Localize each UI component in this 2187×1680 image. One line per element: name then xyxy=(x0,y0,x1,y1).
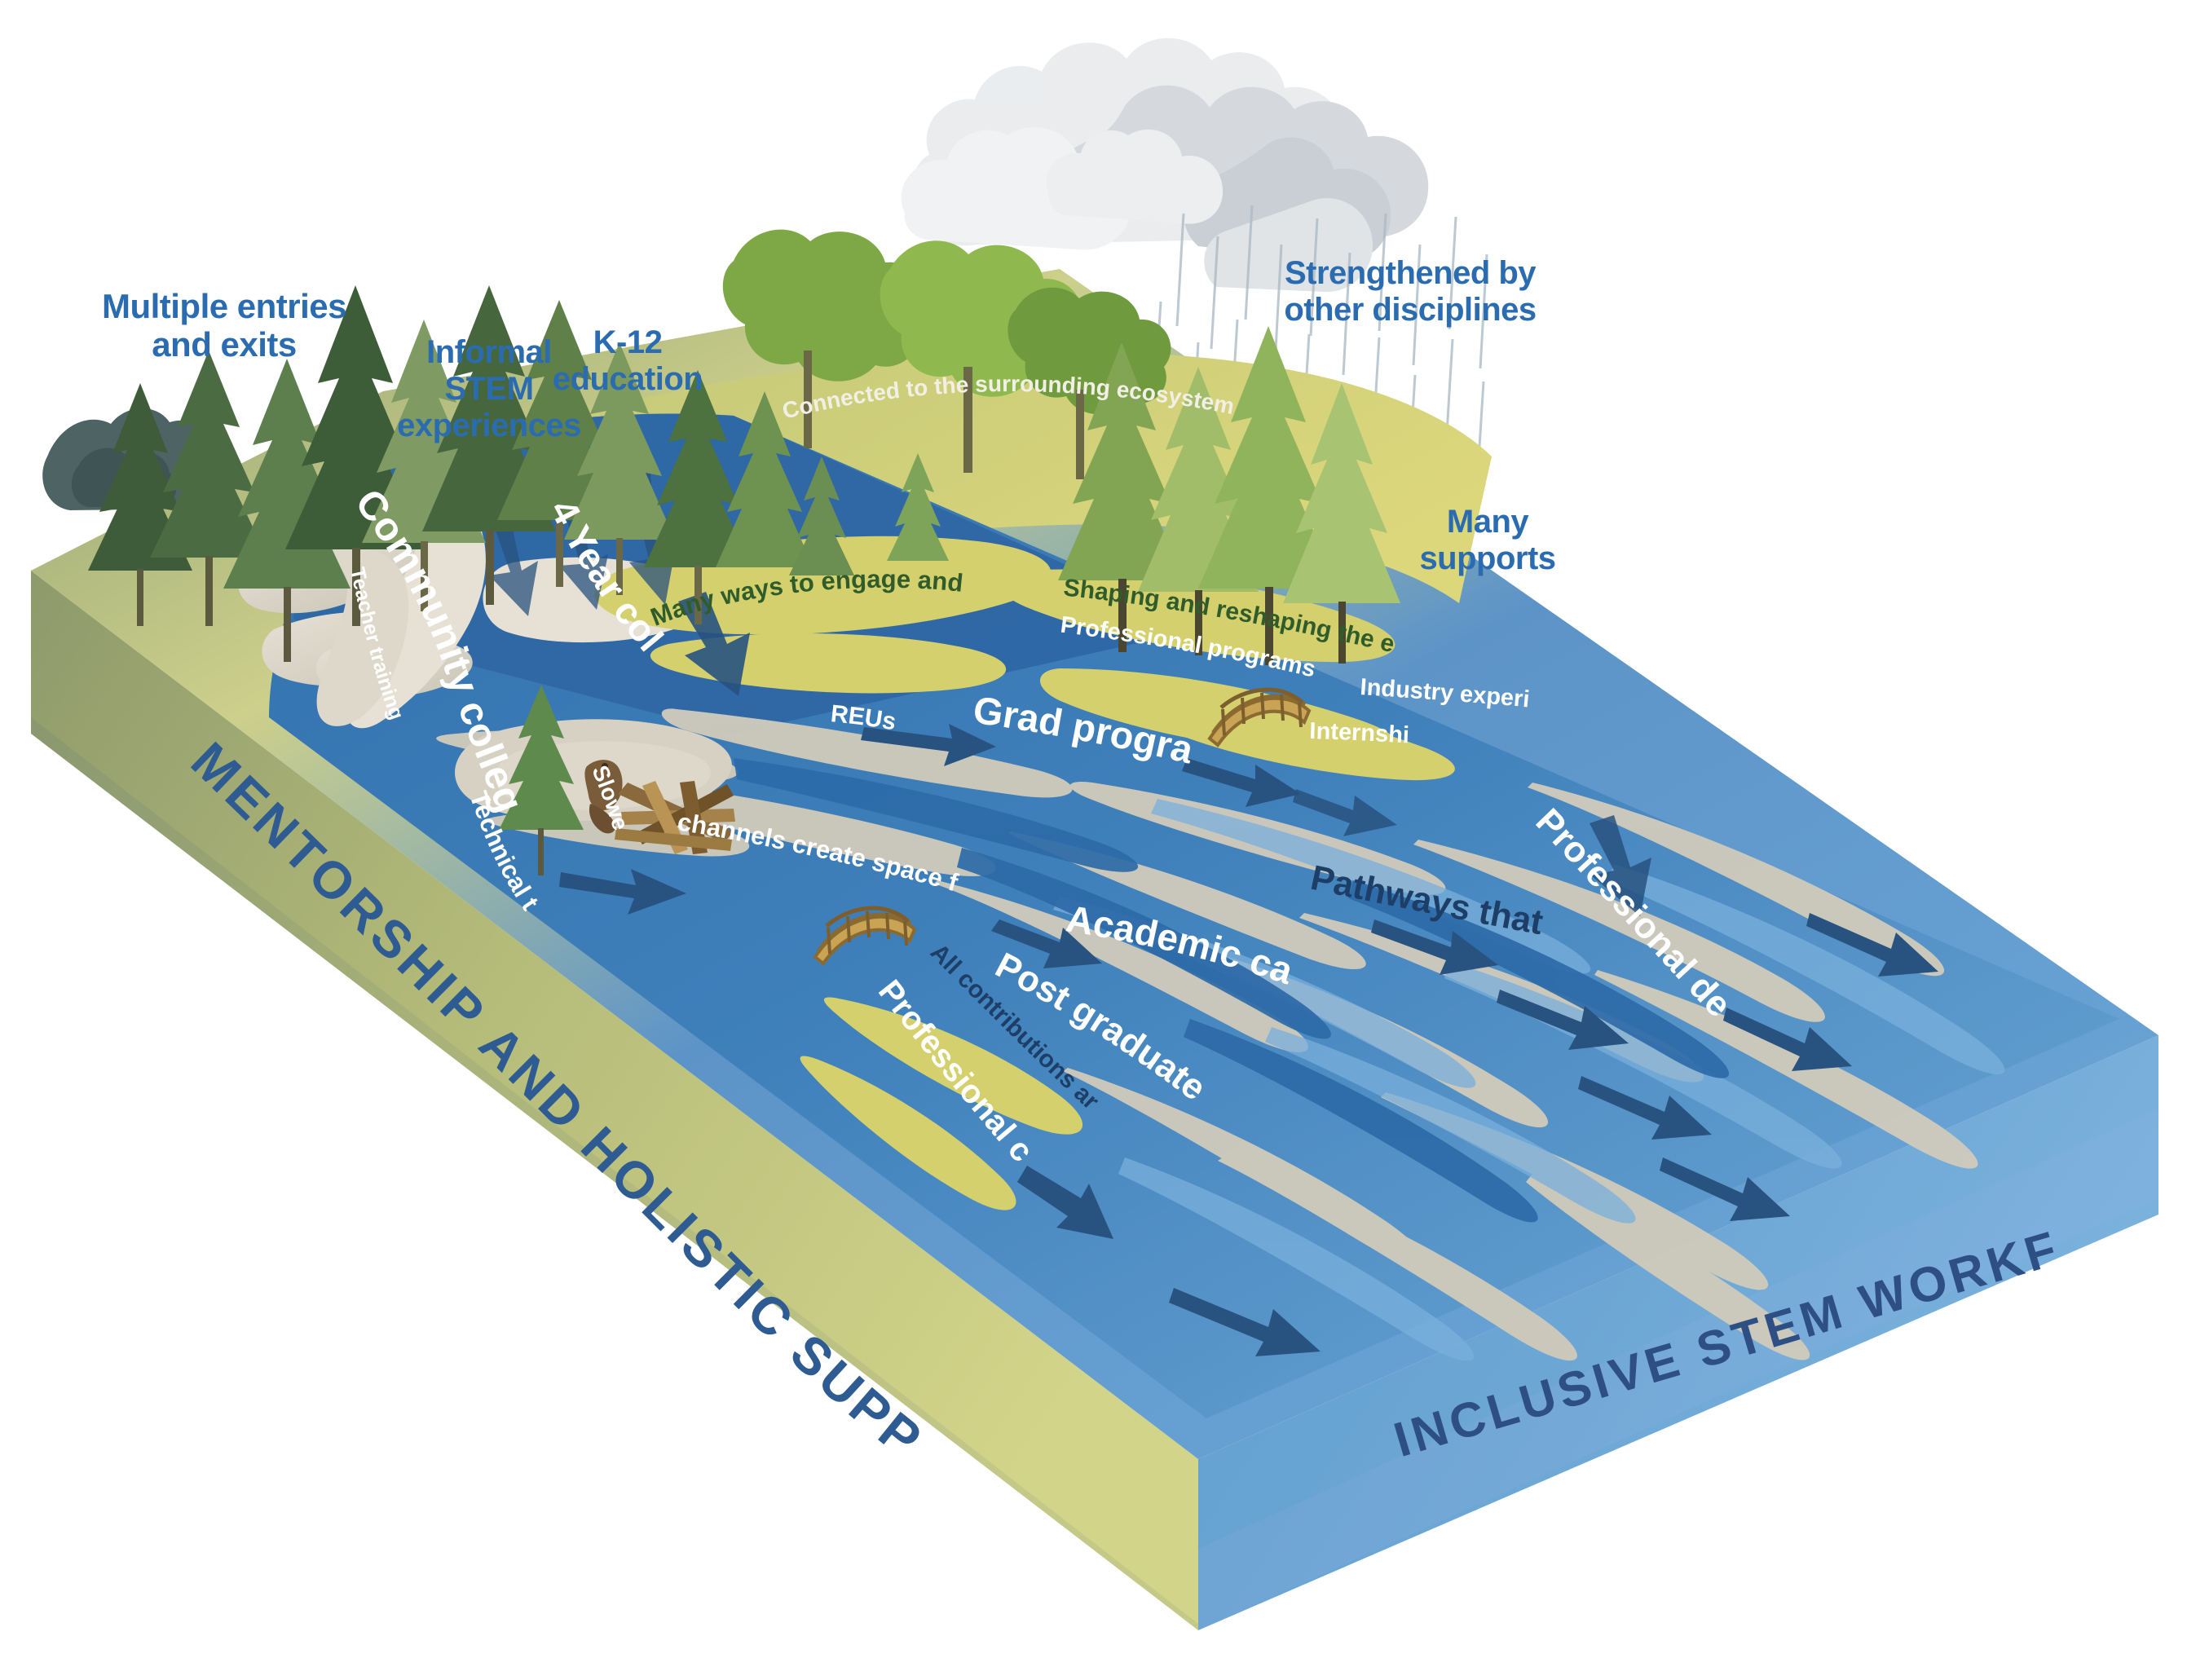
callout-many-supports: Many supports xyxy=(1419,504,1556,576)
teacher-training-bar xyxy=(316,548,409,726)
block-front-face xyxy=(1198,1035,2158,1630)
block-left-face xyxy=(31,571,1198,1630)
callout-strengthened-by-other-disciplines: Strengthened by other disciplines xyxy=(1284,255,1537,328)
conifer-forest xyxy=(42,285,675,662)
flow-arrows xyxy=(481,473,1938,1356)
callout-multiple-entries: Multiple entries and exits xyxy=(101,287,347,364)
rain-cloud xyxy=(901,37,1429,293)
plateau-trees xyxy=(499,229,1400,875)
deciduous-trees xyxy=(722,229,1171,479)
log-jam xyxy=(615,781,735,854)
footbridge-lower xyxy=(813,906,917,966)
beaver xyxy=(584,760,623,834)
callout-k12-education: K-12 education xyxy=(552,324,703,397)
footbridge-upper xyxy=(1207,687,1312,747)
callout-informal-stem: Informal STEM experiences xyxy=(397,334,581,443)
dark-flow-ribbons xyxy=(734,758,1730,1223)
